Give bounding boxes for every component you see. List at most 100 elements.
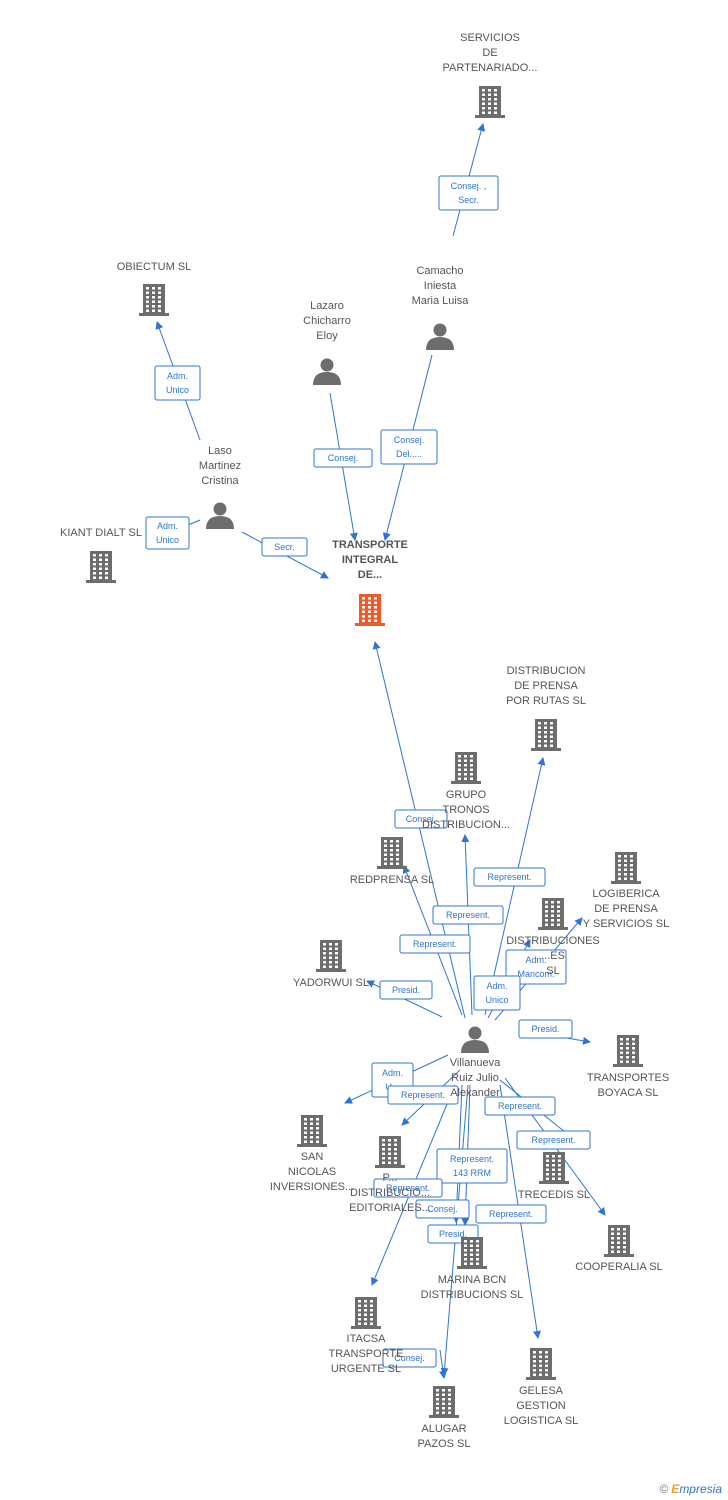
node-transporte[interactable]: TRANSPORTEINTEGRALDE... [332,539,408,626]
role-tag-text: Represent. [401,1090,445,1100]
role-tag-box [475,1204,547,1224]
role-tag-text: Presid. [392,985,420,995]
person-icon [426,323,454,350]
role-tag-box [380,429,438,465]
node-label: TRANSPORTE [329,1348,404,1360]
node-label: DE PRENSA [594,903,658,915]
role-tag-text: Represent. [489,1209,533,1219]
node-grupo[interactable]: GRUPOTRONOSDISTRIBUCION... [422,752,510,831]
role-tag-box [473,975,521,1011]
role-tag[interactable]: Consej.Del.,... [380,429,438,465]
role-tag-text: Consej. [394,1353,425,1363]
role-tag-box [261,537,308,557]
role-tag[interactable]: Adm.Unico [154,365,201,401]
role-tag-text: Represent. [413,939,457,949]
node-kiant[interactable]: KIANT DIALT SL [60,527,142,583]
role-tag[interactable]: Represent. [516,1130,591,1150]
node-label: SERVICIOS [460,32,520,44]
node-editoriales[interactable]: P...DISTRIBUCIO...EDITORIALES... [349,1136,431,1214]
role-tag[interactable]: Consej. [313,448,373,468]
building-icon [375,1136,405,1168]
role-tag[interactable]: Consej. [415,1199,470,1219]
node-servicios[interactable]: SERVICIOSDEPARTENARIADO... [443,32,538,118]
building-icon [611,852,641,884]
building-icon [457,1237,487,1269]
node-cooperalia[interactable]: COOPERALIA SL [575,1225,663,1273]
role-tag[interactable]: Consej. ,Secr. [438,175,499,211]
node-label: Laso [208,445,232,457]
node-label: DE PRENSA [514,680,578,692]
node-label: GRUPO [446,789,487,801]
node-obiectum[interactable]: OBIECTUM SL [117,261,192,316]
node-label: YADORWUI SL [293,977,369,989]
building-icon [297,1115,327,1147]
node-label: Cristina [201,475,239,487]
node-yadorwui[interactable]: YADORWUI SL [293,940,369,989]
node-label: URGENTE SL [331,1363,401,1375]
role-tag[interactable]: Consej. [382,1348,437,1368]
role-tag[interactable]: Adm.Mancom. [505,949,567,985]
role-tag-text: Del.,... [396,449,422,459]
node-label: ITACSA [347,1333,387,1345]
building-icon [139,284,169,316]
node-label: Eloy [316,330,338,342]
node-label: GELESA [519,1385,564,1397]
node-label: Y SERVICIOS SL [583,918,669,930]
role-tag[interactable]: Represent. [484,1096,556,1116]
role-tag[interactable]: Consej. [394,809,448,829]
node-itacsa[interactable]: ITACSA TRANSPORTE URGENTE SL [329,1297,404,1375]
role-tag-text: Unico [156,535,179,545]
role-tag[interactable]: Represent. [373,1178,443,1198]
role-tag[interactable]: Represent. [473,867,546,887]
node-label: TRANSPORTE [332,539,408,551]
role-tag-text: Represent. [487,872,531,882]
role-tag[interactable]: Presid. [379,980,433,1000]
role-tag-text: Mancom. [517,969,554,979]
role-tag-box [415,1199,470,1219]
node-label: Ruiz Julio [451,1072,499,1084]
role-tag[interactable]: Adm.Unico [145,516,190,550]
node-redprensa[interactable]: REDPRENSA SL [350,837,434,886]
role-tag-box [516,1130,591,1150]
node-label: KIANT DIALT SL [60,527,142,539]
role-tag-text: Consej. [427,1204,458,1214]
role-tag[interactable]: Secr. [261,537,308,557]
role-tag-text: Consej. [406,814,437,824]
building-icon [316,940,346,972]
node-label: INTEGRAL [342,554,399,566]
role-tag[interactable]: Represent. [387,1085,459,1105]
node-label: GESTION [516,1400,566,1412]
building-icon [351,1297,381,1329]
empresia-brand[interactable]: ©Empresia [659,1482,722,1496]
role-tags-layer: Consej. ,Secr.Adm.UnicoConsej.Consej.Del… [145,175,591,1368]
role-tag-box [432,905,504,925]
node-label: OBIECTUM SL [117,261,192,273]
brand-name: mpresia [679,1482,722,1496]
role-tag[interactable]: Represent. [475,1204,547,1224]
node-label: SAN [301,1151,324,1163]
role-tag-text: Secr. [458,195,479,205]
copyright-symbol: © [659,1482,669,1496]
role-tag[interactable]: Represent. [432,905,504,925]
role-tag[interactable]: Adm.Unico [473,975,521,1011]
node-sannicolas[interactable]: SANNICOLASINVERSIONES... [270,1115,354,1193]
building-icon [538,898,568,930]
role-tag-text: Represent. [386,1183,430,1193]
role-tag[interactable]: Presid. [518,1019,573,1039]
role-tag[interactable]: Represent.143 RRM [436,1148,508,1184]
role-tag-text: Adm. [486,981,507,991]
node-trecedis[interactable]: TRECEDIS SL [518,1152,590,1201]
node-label: Camacho [416,265,463,277]
role-tag[interactable]: Represent. [399,934,471,954]
